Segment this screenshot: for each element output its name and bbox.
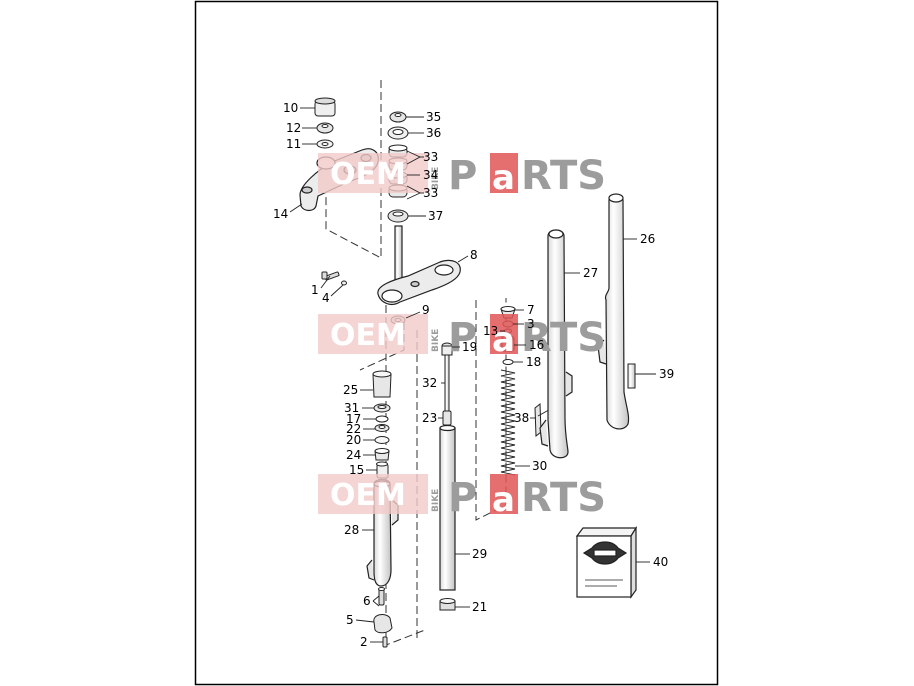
callout-35: 35 xyxy=(426,110,441,124)
callout-11: 11 xyxy=(286,137,301,151)
callout-4: 4 xyxy=(322,291,330,305)
callout-1: 1 xyxy=(311,283,319,297)
callout-37: 37 xyxy=(428,209,443,223)
callout-33-top: 33 xyxy=(423,150,438,164)
callout-16: 16 xyxy=(529,338,544,352)
cover-36 xyxy=(387,126,409,140)
tube-39 xyxy=(627,363,636,389)
callout-5: 5 xyxy=(346,613,354,627)
callout-17: 17 xyxy=(346,412,361,426)
stud-2 xyxy=(382,636,388,648)
fork-leg-27 xyxy=(539,229,573,459)
svg-text:BIKE: BIKE xyxy=(431,489,441,512)
callout-20: 20 xyxy=(346,433,361,447)
washer-12 xyxy=(316,122,334,134)
callout-29: 29 xyxy=(472,547,487,561)
watermark-oembikeparts-1: OEM BIKE P a RTS xyxy=(318,153,606,199)
svg-text:RTS: RTS xyxy=(521,153,606,199)
callout-15: 15 xyxy=(349,463,364,477)
fork-tube-29 xyxy=(439,424,456,591)
callout-39: 39 xyxy=(659,367,674,381)
callout-12: 12 xyxy=(286,121,301,135)
callout-22: 22 xyxy=(346,422,361,436)
top-nut-10 xyxy=(314,97,336,117)
callout-25: 25 xyxy=(343,383,358,397)
svg-text:RTS: RTS xyxy=(521,315,606,361)
nut-35 xyxy=(389,111,407,123)
stack-31-17-22-20-24 xyxy=(373,403,391,461)
watermark-oembikeparts-3: OEM BIKE P a RTS xyxy=(318,474,606,521)
callout-24: 24 xyxy=(346,448,361,462)
washer-11 xyxy=(316,139,334,149)
callout-6: 6 xyxy=(363,594,371,608)
callout-10: 10 xyxy=(283,101,298,115)
fork-spring-30 xyxy=(500,369,516,476)
callout-40: 40 xyxy=(653,555,668,569)
watermark-oembikeparts-2: OEM BIKE P a RTS xyxy=(318,314,606,361)
callout-19: 19 xyxy=(462,340,477,354)
svg-text:P: P xyxy=(448,475,477,521)
axle-cap-5 xyxy=(373,614,393,634)
callout-2: 2 xyxy=(360,635,368,649)
callout-21: 21 xyxy=(472,600,487,614)
svg-text:P: P xyxy=(448,153,477,199)
washer-4 xyxy=(341,280,347,286)
callout-33-bottom: 33 xyxy=(423,186,438,200)
callout-13: 13 xyxy=(483,324,498,338)
svg-text:RTS: RTS xyxy=(521,475,606,521)
leader-lines xyxy=(289,107,656,643)
callout-9: 9 xyxy=(422,303,430,317)
svg-text:OEM: OEM xyxy=(330,478,406,513)
svg-text:OEM: OEM xyxy=(330,318,406,353)
svg-text:a: a xyxy=(492,158,515,198)
svg-text:a: a xyxy=(492,320,515,360)
callout-38: 38 xyxy=(514,411,529,425)
callout-18: 18 xyxy=(526,355,541,369)
fork-leg-26 xyxy=(597,193,630,430)
callout-23: 23 xyxy=(422,411,437,425)
callout-26: 26 xyxy=(640,232,655,246)
drain-screw-6 xyxy=(378,587,385,606)
bushing-21 xyxy=(439,598,456,611)
svg-text:BIKE: BIKE xyxy=(431,167,441,190)
callout-8: 8 xyxy=(470,248,478,262)
seal-37 xyxy=(387,209,409,223)
callout-32: 32 xyxy=(422,376,437,390)
svg-text:P: P xyxy=(448,315,477,361)
kit-box-40 xyxy=(575,525,638,599)
lower-bracket-8 xyxy=(377,225,461,306)
callout-labels: 10 12 11 14 1 4 35 36 33 34 33 37 8 9 19… xyxy=(273,101,674,649)
svg-text:BIKE: BIKE xyxy=(431,329,441,352)
callout-31: 31 xyxy=(344,401,359,415)
slider-bushing-25 xyxy=(372,370,392,398)
svg-text:a: a xyxy=(492,480,515,520)
callout-34: 34 xyxy=(423,168,438,182)
callout-3: 3 xyxy=(527,317,535,331)
callout-27: 27 xyxy=(583,266,598,280)
callout-36: 36 xyxy=(426,126,441,140)
callout-14: 14 xyxy=(273,207,288,221)
callout-28: 28 xyxy=(344,523,359,537)
svg-text:OEM: OEM xyxy=(330,157,406,192)
callout-7: 7 xyxy=(527,303,535,317)
callout-30: 30 xyxy=(532,459,547,473)
